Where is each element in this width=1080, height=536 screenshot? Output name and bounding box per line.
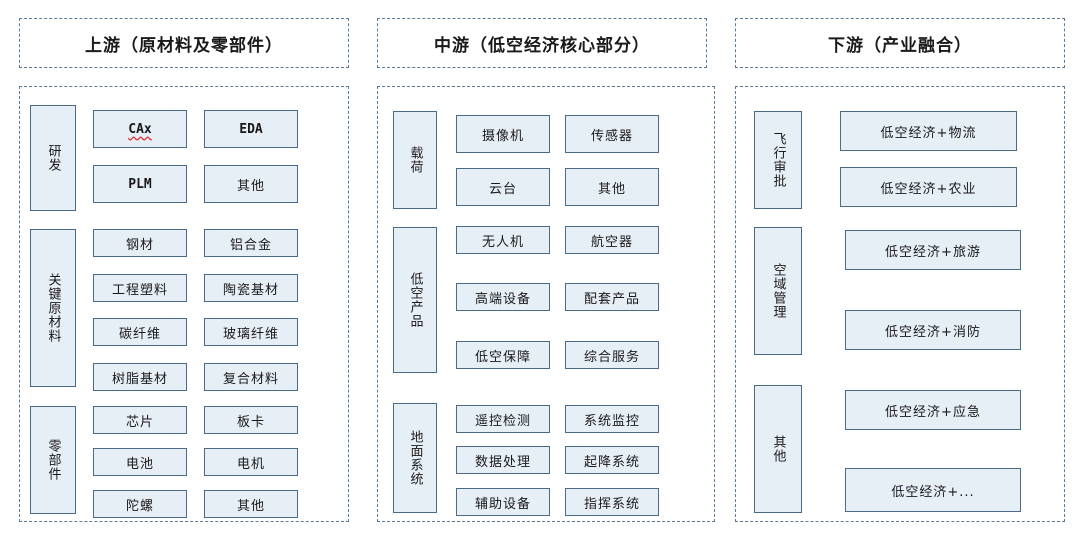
category-key-materials: 关键原材料 xyxy=(30,229,76,387)
item-cax: CAx xyxy=(93,110,187,148)
item-camera: 摄像机 xyxy=(456,115,550,153)
upstream-panel xyxy=(19,86,349,522)
item-logistics: 低空经济+物流 xyxy=(840,111,1017,151)
item-engineering-plastic: 工程塑料 xyxy=(93,274,187,302)
item-rd-other: 其他 xyxy=(204,165,298,203)
item-battery: 电池 xyxy=(93,448,187,476)
item-motor: 电机 xyxy=(204,448,298,476)
item-command-system: 指挥系统 xyxy=(565,488,659,516)
item-high-end-equipment: 高端设备 xyxy=(456,283,550,311)
item-agriculture: 低空经济+农业 xyxy=(840,167,1017,207)
category-ground-system: 地面系统 xyxy=(393,403,437,513)
midstream-panel xyxy=(377,86,715,522)
item-resin-substrate: 树脂基材 xyxy=(93,363,187,391)
category-airspace-management: 空域管理 xyxy=(754,227,802,355)
item-drone: 无人机 xyxy=(456,226,550,254)
category-downstream-other: 其他 xyxy=(754,385,802,513)
item-tourism: 低空经济+旅游 xyxy=(845,230,1021,270)
item-takeoff-landing: 起降系统 xyxy=(565,446,659,474)
item-more: 低空经济+... xyxy=(845,468,1021,512)
item-supporting-products: 配套产品 xyxy=(565,283,659,311)
downstream-panel xyxy=(735,86,1065,522)
category-flight-approval: 飞行审批 xyxy=(754,111,802,209)
item-emergency: 低空经济+应急 xyxy=(845,390,1021,430)
item-gimbal: 云台 xyxy=(456,168,550,206)
category-payload: 载荷 xyxy=(393,111,437,209)
item-chip: 芯片 xyxy=(93,406,187,434)
item-remote-detection: 遥控检测 xyxy=(456,405,550,433)
item-ceramic-substrate: 陶瓷基材 xyxy=(204,274,298,302)
item-carbon-fiber: 碳纤维 xyxy=(93,318,187,346)
category-rd: 研发 xyxy=(30,105,76,211)
item-aluminum-alloy: 铝合金 xyxy=(204,229,298,257)
item-integrated-services: 综合服务 xyxy=(565,341,659,369)
midstream-header: 中游（低空经济核心部分） xyxy=(377,18,707,68)
item-data-processing: 数据处理 xyxy=(456,446,550,474)
upstream-header: 上游（原材料及零部件） xyxy=(19,18,349,68)
item-parts-other: 其他 xyxy=(204,490,298,518)
item-payload-other: 其他 xyxy=(565,168,659,206)
item-sensor: 传感器 xyxy=(565,115,659,153)
item-composite: 复合材料 xyxy=(204,363,298,391)
category-low-altitude-products: 低空产品 xyxy=(393,227,437,373)
item-aircraft: 航空器 xyxy=(565,226,659,254)
item-firefighting: 低空经济+消防 xyxy=(845,310,1021,350)
item-gyro: 陀螺 xyxy=(93,490,187,518)
item-auxiliary-equipment: 辅助设备 xyxy=(456,488,550,516)
downstream-header: 下游（产业融合） xyxy=(735,18,1065,68)
item-system-monitoring: 系统监控 xyxy=(565,405,659,433)
item-eda: EDA xyxy=(204,110,298,148)
category-parts: 零部件 xyxy=(30,406,76,514)
item-low-altitude-support: 低空保障 xyxy=(456,341,550,369)
item-steel: 钢材 xyxy=(93,229,187,257)
item-plm: PLM xyxy=(93,165,187,203)
item-board: 板卡 xyxy=(204,406,298,434)
item-glass-fiber: 玻璃纤维 xyxy=(204,318,298,346)
